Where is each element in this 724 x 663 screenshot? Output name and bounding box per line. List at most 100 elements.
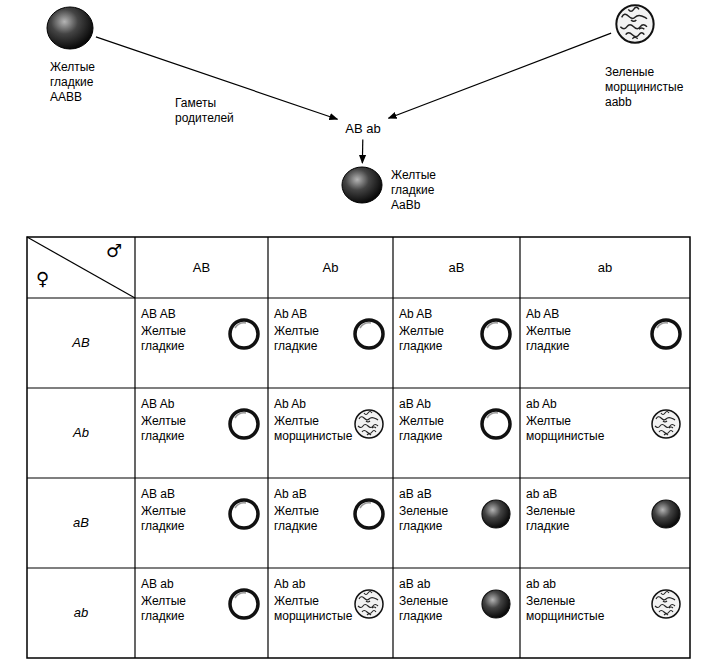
phenotype-genotype-text: Желтые гладкие AABB <box>50 60 95 105</box>
parent-pea: Желтые гладкие AABB <box>46 6 94 50</box>
gametes-caption: Гаметы родителей <box>175 96 234 126</box>
phenotype-text: Желтые морщинистые <box>274 594 352 624</box>
genotype-text: Ab AB <box>399 307 432 322</box>
genotype-text: Ab aB <box>274 487 307 502</box>
cross-arrow <box>362 140 364 164</box>
label-holder: Желтые гладкие <box>141 414 186 444</box>
label-holder: Желтые гладкие <box>274 324 319 354</box>
pea-icon <box>652 590 680 618</box>
label-holder: Ab AB <box>274 307 307 322</box>
smooth-pea <box>47 7 93 49</box>
label-holder: Желтые гладкие <box>141 594 186 624</box>
phenotype-text: Желтые гладкие <box>274 324 319 354</box>
label-holder: Зеленые морщинистые <box>526 594 604 624</box>
label-holder: AB Ab <box>141 397 174 412</box>
label-holder: aB Ab <box>399 397 431 412</box>
label-holder: Желтые гладкие <box>399 414 444 444</box>
phenotype-text: Зеленые морщинистые <box>526 594 604 624</box>
column-gamete: AB <box>193 260 210 276</box>
label-holder: Ab ab <box>274 577 305 592</box>
label-holder: Ab <box>27 388 135 478</box>
table-rule <box>519 237 520 658</box>
pea-shape <box>46 6 94 50</box>
cross-arrow <box>389 33 612 118</box>
label-holder: ♀ <box>36 268 49 289</box>
label-holder: ab ab <box>526 577 556 592</box>
label-holder: Желтые гладкие <box>141 324 186 354</box>
phenotype-genotype-text: Желтые гладкие AaBb <box>391 168 436 213</box>
table-rule <box>27 567 690 568</box>
phenotype-text: Желтые гладкие <box>399 414 444 444</box>
row-gamete: aB <box>73 515 89 531</box>
phenotype-text: Желтые гладкие <box>141 594 186 624</box>
genotype-text: ab aB <box>526 487 557 502</box>
phenotype-text: Желтые гладкие <box>274 504 319 534</box>
genotype-text: AB ab <box>141 577 174 592</box>
pea-icon <box>230 320 258 348</box>
pea-icon <box>230 590 258 618</box>
female-symbol: ♀ <box>36 268 49 289</box>
genotype-text: Ab ab <box>274 577 305 592</box>
row-gamete: AB <box>72 335 89 351</box>
label-holder: Желтые морщинистые <box>274 594 352 624</box>
table-border <box>27 237 690 658</box>
label-holder: Желтые гладкие <box>274 504 319 534</box>
genotype-text: ab ab <box>526 577 556 592</box>
pea-shape <box>613 3 657 45</box>
label-holder: ab <box>27 568 135 658</box>
genotype-text: AB aB <box>141 487 175 502</box>
parent-pea: Зеленые морщинистые aabb <box>613 3 657 45</box>
table-rule <box>392 237 393 658</box>
label-holder: ab Ab <box>526 397 557 412</box>
pea-icon <box>355 320 383 348</box>
label-holder: aB <box>393 237 520 298</box>
table-rule <box>27 477 690 478</box>
genotype-text: aB aB <box>399 487 432 502</box>
pea-caption: Желтые гладкие AABB <box>50 60 95 105</box>
pea-icon <box>230 500 258 528</box>
phenotype-text: Зеленые гладкие <box>526 504 575 534</box>
genotype-text: Ab Ab <box>274 397 306 412</box>
label-holder: ab <box>520 237 690 298</box>
table-rule <box>27 297 690 298</box>
genotype-text: Ab AB <box>526 307 559 322</box>
label-holder: aB aB <box>399 487 432 502</box>
label-holder: AB <box>135 237 268 298</box>
phenotype-text: Желтые гладкие <box>141 414 186 444</box>
phenotype-text: Желтые гладкие <box>141 504 186 534</box>
label-holder: AB <box>27 298 135 388</box>
wrinkled-pea <box>616 5 653 42</box>
phenotype-text: Желтые гладкие <box>526 324 571 354</box>
genotype-text: AB Ab <box>141 397 174 412</box>
label-holder: Желтые морщинистые <box>274 414 352 444</box>
label-holder: Ab AB <box>526 307 559 322</box>
label-holder: Зеленые гладкие <box>399 504 448 534</box>
genotype-text: ab Ab <box>526 397 557 412</box>
corner-diagonal <box>27 237 135 298</box>
male-symbol: ♂ <box>106 240 122 261</box>
table-rule <box>27 387 690 388</box>
label-holder: aB ab <box>399 577 430 592</box>
pea-icon <box>355 590 383 618</box>
label-holder: Ab Ab <box>274 397 306 412</box>
phenotype-text: Зеленые гладкие <box>399 594 448 624</box>
pea-icon <box>482 320 510 348</box>
table-rule <box>267 237 268 658</box>
pea-icon <box>230 410 258 438</box>
label-holder: ♂ <box>106 240 122 261</box>
pea-icon <box>482 590 510 618</box>
pea-icon <box>482 410 510 438</box>
column-gamete: aB <box>449 260 465 276</box>
genotype-text: aB ab <box>399 577 430 592</box>
label-holder: Зеленые гладкие <box>399 594 448 624</box>
label-holder: AB aB <box>141 487 175 502</box>
label-holder: Ab AB <box>399 307 432 322</box>
gamete-text: AB ab <box>345 121 380 136</box>
pea-caption: Зеленые морщинистые aabb <box>605 65 683 110</box>
pea-icon <box>652 320 680 348</box>
label-holder: Желтые гладкие <box>399 324 444 354</box>
column-gamete: Ab <box>323 260 339 276</box>
label-holder: ab aB <box>526 487 557 502</box>
phenotype-text: Желтые гладкие <box>399 324 444 354</box>
pea-icon <box>355 500 383 528</box>
